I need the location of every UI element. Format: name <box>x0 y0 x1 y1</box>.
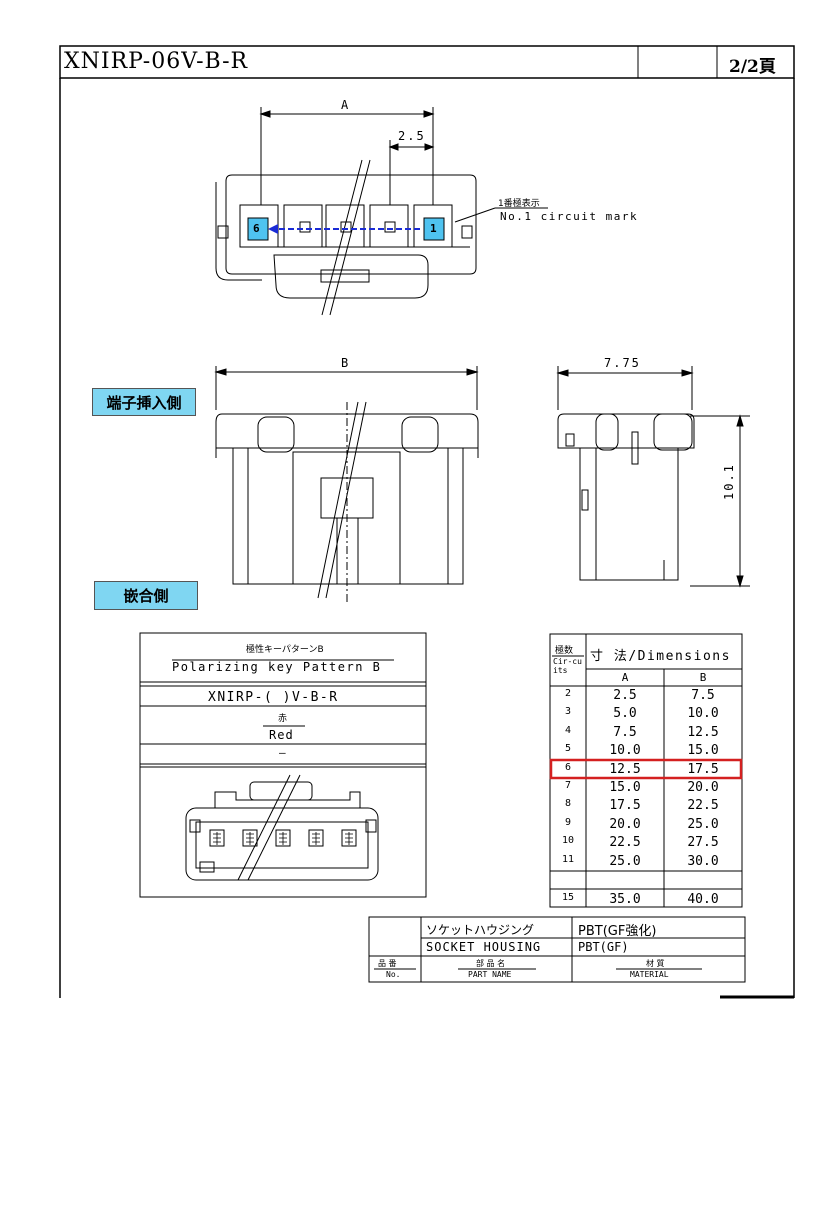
part-name-en: SOCKET HOUSING <box>426 940 542 954</box>
dim-row-a: 5.0 <box>613 706 637 722</box>
label-material-en: MATERIAL <box>630 970 669 979</box>
dim-row-b: 40.0 <box>687 892 719 907</box>
dim-row-b: 27.5 <box>687 835 719 851</box>
dim-row-b: 12.5 <box>687 724 719 740</box>
polarizing-title-en: Polarizing key Pattern B <box>172 660 382 674</box>
circuit-mark-jp: 1番極表示 <box>498 199 540 209</box>
dim-row-circuits: 2 <box>564 688 572 699</box>
dim-row-a: 35.0 <box>609 892 641 907</box>
dim-row-b: 17.5 <box>687 761 719 777</box>
polarizing-part-no: XNIRP-( )V-B-R <box>208 690 339 705</box>
dim-row-circuits: 11 <box>561 853 575 865</box>
circuit-mark-en: No.1 circuit mark <box>500 210 639 223</box>
dim-b-label: B <box>341 356 351 370</box>
terminal-insertion-side-label: 端子挿入側 <box>92 388 196 416</box>
dim-a-label: A <box>341 98 351 112</box>
dim-row-circuits: 10 <box>561 835 575 847</box>
color-en: Red <box>269 728 294 742</box>
poles-header-jp: 極数 <box>555 646 574 656</box>
label-no-jp: 品 番 <box>378 959 397 968</box>
mating-side-label: 嵌合側 <box>94 581 198 610</box>
pin-1-label: 1 <box>430 222 437 235</box>
dim-row-circuits: 8 <box>564 798 572 810</box>
drawing-title: XNIRP-06V-B-R <box>64 49 249 74</box>
dim-row-a: 22.5 <box>609 835 641 851</box>
dim-row-a: 7.5 <box>613 724 637 740</box>
dim-row-a: 25.0 <box>609 853 641 869</box>
label-name-jp: 部 品 名 <box>476 959 506 968</box>
side-view-drawing <box>556 366 750 588</box>
poles-header-en: Cir-cuits <box>553 657 582 675</box>
dim-row-b: 25.0 <box>687 816 719 832</box>
dim-row-circuits: 15 <box>561 892 575 903</box>
dim-row-a: 10.0 <box>609 743 641 759</box>
dim-row-b: 15.0 <box>687 743 719 759</box>
dim-row-a: 20.0 <box>609 816 641 832</box>
label-material-jp: 材 質 <box>646 959 665 968</box>
label-name-en: PART NAME <box>468 970 512 979</box>
dim-row-b: 20.0 <box>687 780 719 795</box>
dim-row-a: 2.5 <box>613 688 637 703</box>
dim-row-circuits: 6 <box>564 761 572 773</box>
dim-row-circuits: 5 <box>564 743 572 755</box>
dim-row-b: 22.5 <box>687 798 719 814</box>
pitch-label: 2.5 <box>398 129 426 143</box>
dim-row-b: 10.0 <box>687 706 719 722</box>
pin-6-label: 6 <box>253 222 260 235</box>
front-view-drawing <box>214 366 479 602</box>
label-no-en: No. <box>386 970 401 979</box>
dim-row-a: 15.0 <box>609 780 641 795</box>
dim-row-circuits: 9 <box>564 816 572 828</box>
top-view-drawing <box>215 107 548 316</box>
dimensions-header: 寸 法/Dimensions <box>590 649 731 664</box>
col-a-header: A <box>621 671 629 684</box>
dim-row-b: 30.0 <box>687 853 719 869</box>
polarizing-title-jp: 極性キーパターンB <box>246 645 324 655</box>
width-dim-label: 7.75 <box>604 356 641 370</box>
highlighted-row-6 <box>549 758 743 780</box>
dash-cell: – <box>279 746 286 759</box>
page-number: 2/2頁 <box>729 57 776 77</box>
dim-row-circuits: 7 <box>564 780 572 791</box>
material-jp: PBT(GF強化) <box>578 924 657 939</box>
dim-row-b: 7.5 <box>691 688 715 703</box>
dim-row-circuits: 3 <box>564 706 572 718</box>
dim-row-a: 17.5 <box>609 798 641 814</box>
col-b-header: B <box>699 671 707 684</box>
color-jp: 赤 <box>278 714 288 724</box>
dim-row-a: 12.5 <box>609 761 641 777</box>
material-en: PBT(GF) <box>578 940 629 954</box>
dim-row-circuits: 4 <box>564 724 572 736</box>
part-name-jp: ソケットハウジング <box>426 923 535 937</box>
